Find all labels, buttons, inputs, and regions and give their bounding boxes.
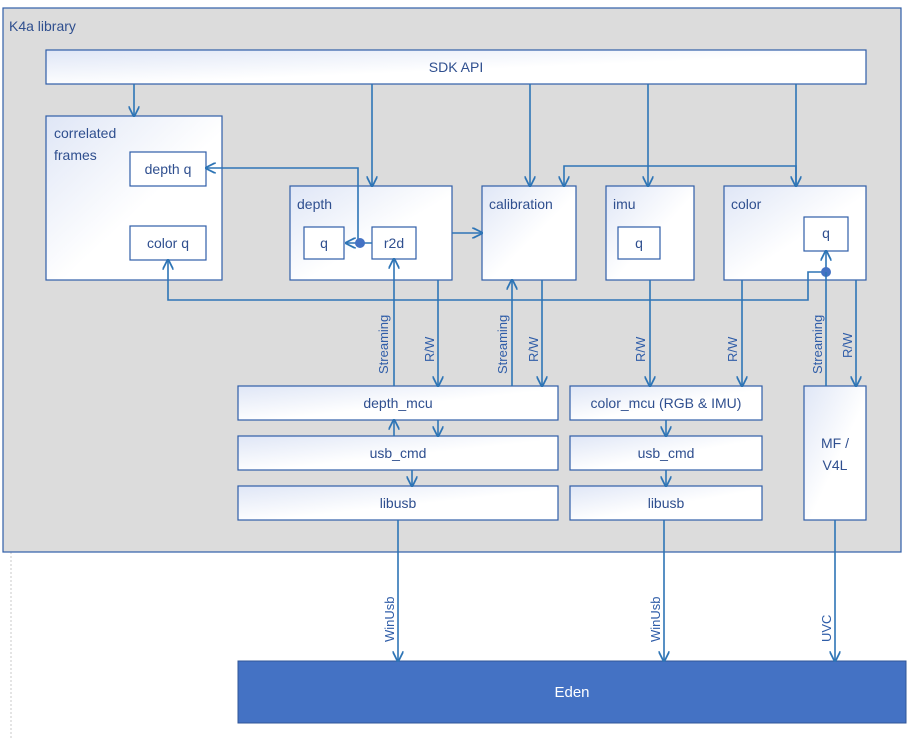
label-streaming-1: Streaming	[376, 315, 391, 374]
label-rw-2: R/W	[526, 336, 541, 362]
depth-junction-dot	[355, 238, 365, 248]
edge-color-to-calibration	[564, 165, 797, 186]
color-q-label: color q	[147, 235, 189, 251]
eden-box	[237, 660, 907, 724]
edge-r2d-to-depthq	[206, 168, 359, 243]
label-uvc: UVC	[819, 615, 834, 642]
libusb-right-box	[569, 485, 763, 521]
sdk-api-label: SDK API	[429, 59, 483, 75]
edge-color-to-colorq	[168, 260, 826, 301]
depth-q-inner-box	[303, 226, 345, 260]
usb-cmd-left-label: usb_cmd	[370, 445, 427, 461]
depth-label: depth	[297, 196, 332, 212]
label-rw-5: R/W	[840, 332, 855, 358]
color-label: color	[731, 196, 762, 212]
depth-q-inner-label: q	[320, 235, 328, 251]
imu-q-box	[617, 226, 661, 260]
usb-cmd-left-box	[237, 435, 559, 471]
depth-mcu-label: depth_mcu	[363, 395, 432, 411]
usb-cmd-right-label: usb_cmd	[638, 445, 695, 461]
libusb-left-box	[237, 485, 559, 521]
label-streaming-3: Streaming	[810, 315, 825, 374]
depth-mcu-box	[237, 385, 559, 421]
r2d-label: r2d	[384, 235, 404, 251]
correlated-label-1: correlated	[54, 125, 116, 141]
label-rw-3: R/W	[633, 336, 648, 362]
calibration-label: calibration	[489, 196, 553, 212]
color-q-inner-label: q	[822, 225, 830, 241]
mf-v4l-label-2: V4L	[823, 457, 848, 473]
imu-label: imu	[613, 196, 636, 212]
libusb-right-label: libusb	[648, 495, 685, 511]
depth-q-box	[129, 151, 207, 187]
color-q-inner-box	[803, 216, 849, 252]
libusb-left-label: libusb	[380, 495, 417, 511]
label-rw-4: R/W	[725, 336, 740, 362]
correlated-label-2: frames	[54, 147, 97, 163]
eden-label: Eden	[554, 684, 589, 701]
color-mcu-box	[569, 385, 763, 421]
depth-q-label: depth q	[145, 161, 192, 177]
label-streaming-2: Streaming	[495, 315, 510, 374]
color-mcu-label: color_mcu (RGB & IMU)	[591, 395, 742, 411]
label-rw-1: R/W	[422, 336, 437, 362]
mf-v4l-label-1: MF /	[821, 435, 849, 451]
sdk-api-box	[45, 49, 867, 85]
library-title: K4a library	[9, 18, 76, 34]
usb-cmd-right-box	[569, 435, 763, 471]
label-winusb-1: WinUsb	[382, 596, 397, 642]
imu-q-label: q	[635, 235, 643, 251]
mf-v4l-box	[803, 385, 867, 521]
label-winusb-2: WinUsb	[648, 596, 663, 642]
